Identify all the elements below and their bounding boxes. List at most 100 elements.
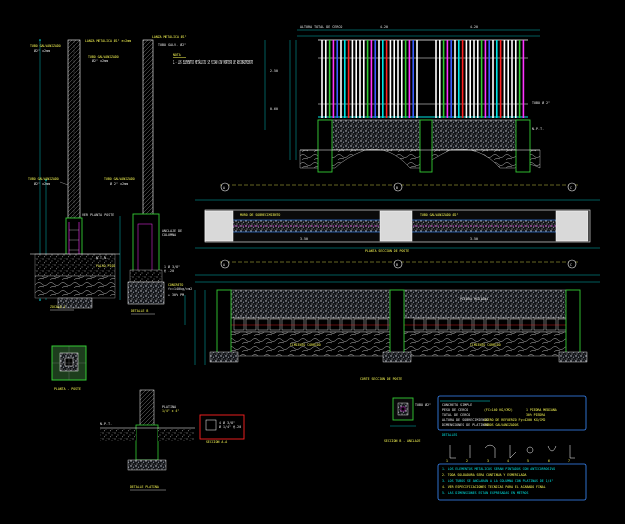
svg-text:TUBO Ø2": TUBO Ø2" xyxy=(415,402,431,407)
axis-b-bottom: B xyxy=(396,263,398,267)
svg-text:4.20: 4.20 xyxy=(380,25,388,29)
rung-cell xyxy=(257,318,269,331)
lower-rungs xyxy=(233,318,569,331)
legend-cell: TOTAL DE CERCO xyxy=(442,413,470,417)
note-line: 1.- LOS ELEMENTOS METÁLICOS SE FIJAN CON… xyxy=(173,59,253,66)
axis-a-top: A xyxy=(223,186,225,190)
seccion-b-anclaje[interactable]: TUBO Ø2" SECCION B - ANCLAJE xyxy=(384,397,431,443)
bottom-note: 4. VER ESPECIFICACIONES TECNICAS PARA EL… xyxy=(442,485,546,489)
svg-text:CIMIENTO CORRIDO: CIMIENTO CORRIDO xyxy=(290,343,321,347)
legend-cell: PESO DE CERCO xyxy=(442,408,468,412)
title-seccion-b: SECCION B - ANCLAJE xyxy=(384,439,421,443)
legend-cell: 1 PIEDRA MEDIANA xyxy=(526,408,557,412)
fence-elevation[interactable]: ALTURA TOTAL DE CERCO 4.20 4.20 TUBO Ø 2… xyxy=(264,25,550,173)
rung-cell xyxy=(377,318,389,331)
title-detalle-b: DETALLE B xyxy=(131,309,148,313)
svg-text:3.50: 3.50 xyxy=(470,237,478,241)
svg-text:1: 1 xyxy=(446,459,448,463)
axis-b-top: B xyxy=(396,186,398,190)
svg-text:TUBO GALVANIZADO: TUBO GALVANIZADO xyxy=(28,177,59,181)
svg-text:N.T.N.: N.T.N. xyxy=(96,256,108,260)
detalle-b-section[interactable]: LANZA METALICA Ø1" TUBO GALV. Ø2" TUBO G… xyxy=(104,34,192,325)
svg-text:N.P.T.: N.P.T. xyxy=(100,422,112,426)
svg-text:PLATINA: PLATINA xyxy=(162,405,176,409)
rung-cell xyxy=(269,318,281,331)
svg-text:PIEDRA MEDIANA: PIEDRA MEDIANA xyxy=(460,297,488,301)
title-detalle-platina: DETALLE PLATINA xyxy=(130,485,159,489)
title-planta-cerco: PLANTA SECCION DE POSTE xyxy=(365,249,409,253)
legend-section2-heading: DETALLES xyxy=(442,433,457,437)
bottom-notes: 1. LOS ELEMENTOS METALICOS SERAN PINTADO… xyxy=(442,467,555,495)
svg-text:4.20: 4.20 xyxy=(470,25,478,29)
axis-c-bottom: C xyxy=(570,263,572,267)
bottom-note: 5. LAS DIMENSIONES ESTAN EXPRESADAS EN M… xyxy=(442,491,528,495)
svg-text:5: 5 xyxy=(527,459,529,463)
bottom-note: 3. LOS TUBOS SE ANCLARAN A LA COLUMNA CO… xyxy=(442,479,553,483)
rung-cell xyxy=(533,318,545,331)
svg-text:Ø 1/4" @.20: Ø 1/4" @.20 xyxy=(219,424,241,429)
svg-text:VER PLANTA POSTE: VER PLANTA POSTE xyxy=(82,213,114,217)
title-zocalo: ZOCALO 1 xyxy=(50,305,65,309)
svg-text:2: 2 xyxy=(466,459,468,463)
lower-elevation[interactable]: A B C CIMIENTO CORRIDO CIMIENTO CORRIDO … xyxy=(194,259,600,381)
svg-text:CIMIENTO CORRIDO: CIMIENTO CORRIDO xyxy=(470,343,501,347)
svg-text:TUBO GALVANIZADO Ø2": TUBO GALVANIZADO Ø2" xyxy=(420,212,458,217)
svg-text:7: 7 xyxy=(568,459,570,463)
rung-cell xyxy=(353,318,365,331)
zocalo-elevation[interactable]: TUBO GALVANIZADO Ø2" x2mm LANZA METALICA… xyxy=(28,38,131,311)
svg-text:TUBO GALVANIZADO: TUBO GALVANIZADO xyxy=(104,177,135,181)
note-heading: NOTA xyxy=(173,53,181,57)
legend-cell: ACERO DE REFUERZO Fy=4200 KG/CM2 xyxy=(484,418,545,422)
rung-cell xyxy=(365,318,377,331)
svg-text:TUBO GALVANIZADO: TUBO GALVANIZADO xyxy=(30,44,61,48)
title-seccion-a: SECCION A-A xyxy=(206,440,227,444)
legend-cell: 30% PIEDRA xyxy=(526,413,545,417)
bottom-note: 2. TODA SOLDADURA SERA CONTINUA Y ESMERI… xyxy=(442,473,527,477)
svg-text:Ø2" x2mm: Ø2" x2mm xyxy=(92,58,108,63)
plan-view[interactable]: A B C MURO DE SOBRECIMIENTO TUBO GALVANI… xyxy=(195,182,600,253)
rung-cell xyxy=(413,318,425,331)
svg-text:CONCRETO: CONCRETO xyxy=(168,283,183,287)
svg-text:TUBO GALVANIZADO: TUBO GALVANIZADO xyxy=(88,55,119,59)
rung-cell xyxy=(305,318,317,331)
legend-cell: TUBOS GALVANIZADOS xyxy=(484,423,519,427)
svg-text:LANZA METALICA Ø1": LANZA METALICA Ø1" xyxy=(152,34,187,39)
rung-cell xyxy=(521,318,533,331)
axis-a-bottom: A xyxy=(223,263,225,267)
svg-text:ALTURA TOTAL DE CERCO: ALTURA TOTAL DE CERCO xyxy=(300,25,342,29)
rung-cell xyxy=(437,318,449,331)
svg-text:ANCLAJE DE: ANCLAJE DE xyxy=(162,229,182,233)
rung-cell xyxy=(473,318,485,331)
rung-cell xyxy=(449,318,461,331)
rung-cell xyxy=(233,318,245,331)
svg-text:fc=140kg/cm2: fc=140kg/cm2 xyxy=(168,287,192,291)
seccion-a-a[interactable]: 4 Ø 3/8" Ø 1/4" @.20 SECCION A-A xyxy=(199,414,245,444)
fence-bars xyxy=(321,40,525,118)
svg-text:MURO DE SOBRECIMIENTO: MURO DE SOBRECIMIENTO xyxy=(240,213,280,217)
legend-cell: DIMENSIONES DE PLATINAS xyxy=(442,423,488,427)
legend-cell: CONCRETO SIMPLE xyxy=(442,403,472,407)
rung-cell xyxy=(485,318,497,331)
axis-c-top: C xyxy=(570,186,572,190)
svg-text:1 Ø 3/8": 1 Ø 3/8" xyxy=(164,264,180,269)
rung-cell xyxy=(245,318,257,331)
general-note: NOTA 1.- LOS ELEMENTOS METÁLICOS SE FIJA… xyxy=(173,53,253,66)
title-corte-cerco: CORTE SECCION DE POSTE xyxy=(360,377,402,381)
detalle-platina[interactable]: PLATINA 1/4" x 4" N.P.T. DETALLE PLATINA xyxy=(100,389,195,491)
svg-text:Ø2" x2mm: Ø2" x2mm xyxy=(34,48,50,53)
svg-text:2.50: 2.50 xyxy=(270,69,278,73)
svg-text:N.P.T.: N.P.T. xyxy=(532,127,544,131)
rung-cell xyxy=(497,318,509,331)
svg-text:@ .20: @ .20 xyxy=(164,269,174,273)
detail-symbols xyxy=(449,444,575,459)
planta-poste[interactable]: PLANTA - POSTE xyxy=(51,345,87,391)
rung-cell xyxy=(509,318,521,331)
svg-text:4 Ø 3/8": 4 Ø 3/8" xyxy=(219,420,235,425)
svg-text:TUBO Ø 2": TUBO Ø 2" xyxy=(532,100,550,105)
rung-cell xyxy=(425,318,437,331)
svg-text:+ 30% PM: + 30% PM xyxy=(168,293,184,297)
rung-cell xyxy=(281,318,293,331)
svg-text:3: 3 xyxy=(487,459,489,463)
